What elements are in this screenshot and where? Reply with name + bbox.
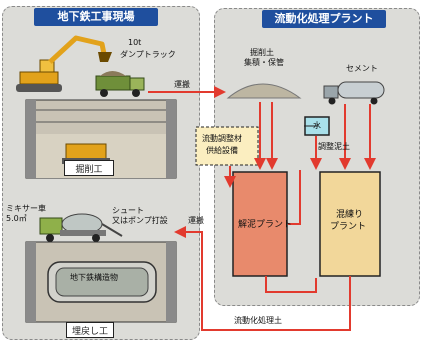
- fluidized-soil-label: 流動化処理土: [234, 316, 282, 325]
- mix-plant-box: [319, 171, 381, 277]
- chute-label: シュート: [112, 206, 144, 215]
- excavation-pit: [25, 99, 177, 179]
- mix-plant-label-2: プラント: [330, 222, 367, 232]
- cement-truck-icon: [323, 81, 385, 105]
- subway-structure-label: 地下鉄構造物: [70, 273, 118, 282]
- adjuster-supply-box: [195, 126, 259, 166]
- right-panel-title: 流動化処理プラント: [262, 10, 386, 28]
- soil-pile-icon: [226, 83, 302, 99]
- excavator-icon: [16, 35, 112, 92]
- cement-label: セメント: [346, 64, 378, 73]
- backfill-label: 埋戻し工: [66, 322, 114, 338]
- pump-label: 又はポンプ打設: [112, 216, 168, 225]
- slurry-plant-box: [232, 171, 288, 277]
- water-label: 水: [313, 121, 321, 130]
- dump-truck-label: ダンプトラック: [120, 50, 176, 59]
- adjuster-label-1: 流動調整材: [202, 134, 242, 143]
- soil-storage-label-2: 集積・保管: [244, 58, 284, 67]
- backfill-pit: [25, 241, 177, 323]
- mixer-volume-label: 5.0㎥: [6, 214, 27, 223]
- excavation-label: 掘削工: [64, 160, 114, 176]
- truck-capacity-label: 10t: [128, 38, 142, 47]
- adjuster-label-2: 供給設備: [206, 146, 238, 155]
- soil-storage-label-1: 掘削土: [250, 48, 274, 57]
- mix-plant-label-1: 混練り: [336, 210, 364, 220]
- dump-truck-icon: [95, 71, 145, 97]
- left-panel-title: 地下鉄工事現場: [34, 8, 158, 26]
- adjusted-mud-label: 調整泥土: [318, 142, 350, 151]
- transport-bottom-label: 運搬: [188, 216, 204, 225]
- mixer-truck-label: ミキサー車: [6, 204, 46, 213]
- slurry-plant-label: 解泥プラント: [238, 220, 293, 230]
- mixer-truck-icon: [39, 213, 123, 242]
- transport-top-label: 運搬: [174, 80, 190, 89]
